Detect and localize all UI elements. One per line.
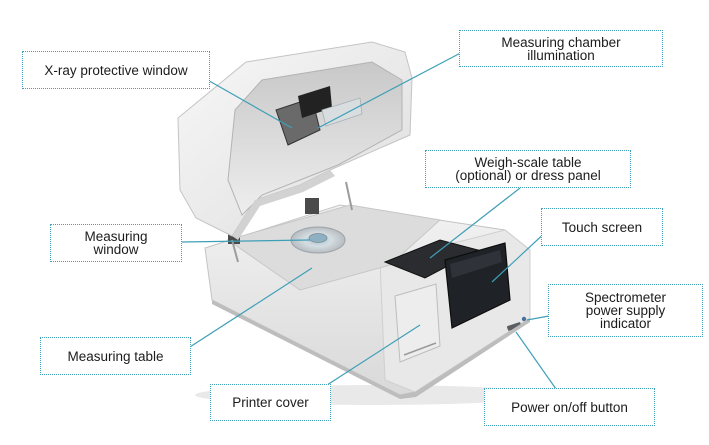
lid-front-edge	[232, 170, 335, 240]
callout-weigh-scale-table: Weigh-scale table (optional) or dress pa…	[425, 150, 631, 188]
callout-measuring-window: Measuring window	[50, 224, 182, 262]
callout-xray-protective-window: X-ray protective window	[22, 51, 210, 89]
callout-measuring-chamber-illumination: Measuring chamber illumination	[459, 30, 663, 67]
hinge-right	[305, 198, 319, 214]
callout-printer-cover: Printer cover	[210, 384, 331, 421]
power-indicator-led	[521, 316, 527, 322]
gas-strut-left	[231, 239, 239, 263]
callout-power-button: Power on/off button	[484, 388, 655, 426]
base-bottom-trim	[212, 300, 530, 399]
callout-spectrometer-power-indicator: Spectrometer power supply indicator	[548, 284, 703, 337]
power-button-shape	[506, 322, 522, 331]
callout-touch-screen: Touch screen	[541, 208, 663, 246]
gas-strut-right	[345, 181, 353, 211]
callout-measuring-table: Measuring table	[40, 337, 191, 375]
measuring-window-center	[308, 233, 328, 243]
